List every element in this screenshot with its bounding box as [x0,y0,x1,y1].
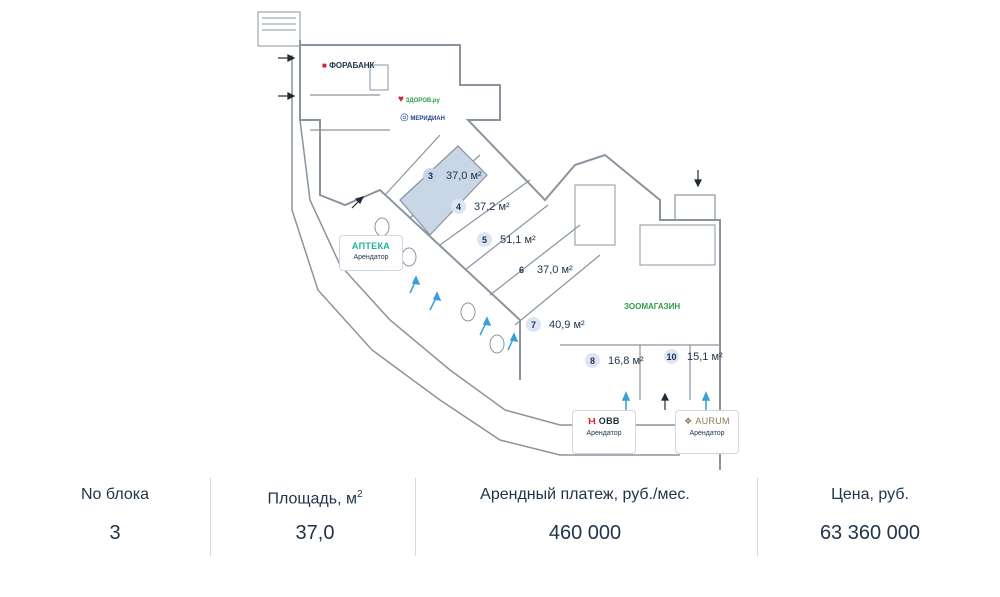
block-6[interactable]: 6 37,0 м² [514,262,573,277]
block-number: 7 [526,317,541,332]
block-area: 51,1 м² [500,233,536,246]
forabank-label: ФОРАБАНК [329,61,375,70]
divider [415,478,416,556]
meridian-logo: ◎ МЕРИДИАН [400,112,445,123]
tenant-sub: Арендатор [353,254,389,261]
rent-value: 460 000 [548,522,622,544]
block-8[interactable]: 8 16,8 м² [585,353,644,368]
block-area: 37,0 м² [446,169,482,182]
block-5[interactable]: 5 51,1 м² [477,232,536,247]
area-value: 37,0 [295,522,335,544]
block-number-label: No блока [80,486,149,503]
divider [757,478,758,556]
block-4[interactable]: 4 37,2 м² [451,199,510,214]
tenant-aurum[interactable]: ❖ AURUM Арендатор [675,410,739,454]
block-number: 10 [664,349,679,364]
tenant-sub: Арендатор [586,430,622,437]
tenant-name: Ⲙ ОВВ [588,416,620,426]
floor-plan-drawing [257,11,721,470]
block-number: 8 [585,353,600,368]
tenant-apteka[interactable]: АПТЕКА Арендатор [339,235,403,271]
block-area: 37,0 м² [537,263,573,276]
block-info-panel: No блока 3 Площадь, м2 37,0 Арендный пла… [0,470,1000,597]
block-area: 40,9 м² [549,318,585,331]
forabank-logo: ■ ФОРАБАНК [322,61,375,70]
area-label: Площадь, м2 [267,489,363,508]
block-area: 15,1 м² [687,350,723,363]
block-area: 37,2 м² [474,200,510,213]
block-number: 3 [423,168,438,183]
block-7[interactable]: 7 40,9 м² [526,317,585,332]
price-column: Цена, руб. 63 360 000 [770,484,970,545]
tenant-name: ❖ AURUM [684,416,730,426]
divider [210,478,211,556]
zdorov-label: ЗДОРОВ.ру [405,98,440,104]
price-label: Цена, руб. [831,486,909,503]
block-area: 16,8 м² [608,354,644,367]
tenant-name-text: ОВВ [598,416,620,426]
area-column: Площадь, м2 37,0 [230,484,400,545]
meridian-label: МЕРИДИАН [410,116,445,122]
block-number-value: 3 [109,522,121,544]
floor-plan: ■ ФОРАБАНК ♥ ЗДОРОВ.ру ◎ МЕРИДИАН ЗООМАГ… [257,11,739,470]
tenant-name: АПТЕКА [351,241,391,251]
rent-column: Арендный платеж, руб./мес. 460 000 [430,484,740,545]
block-number: 5 [477,232,492,247]
zdorov-logo: ♥ ЗДОРОВ.ру [398,94,440,105]
zoomagazin-label: ЗООМАГАЗИН [624,302,681,311]
block-number-column: No блока 3 [40,484,190,545]
tenant-ovv[interactable]: Ⲙ ОВВ Арендатор [572,410,636,454]
block-3[interactable]: 3 37,0 м² [423,168,482,183]
block-number: 4 [451,199,466,214]
block-10[interactable]: 10 15,1 м² [664,349,723,364]
tenant-name-text: AURUM [695,416,730,426]
tenant-sub: Арендатор [689,430,725,437]
block-number: 6 [518,264,524,275]
price-value: 63 360 000 [819,522,921,544]
rent-label: Арендный платеж, руб./мес. [480,486,690,503]
